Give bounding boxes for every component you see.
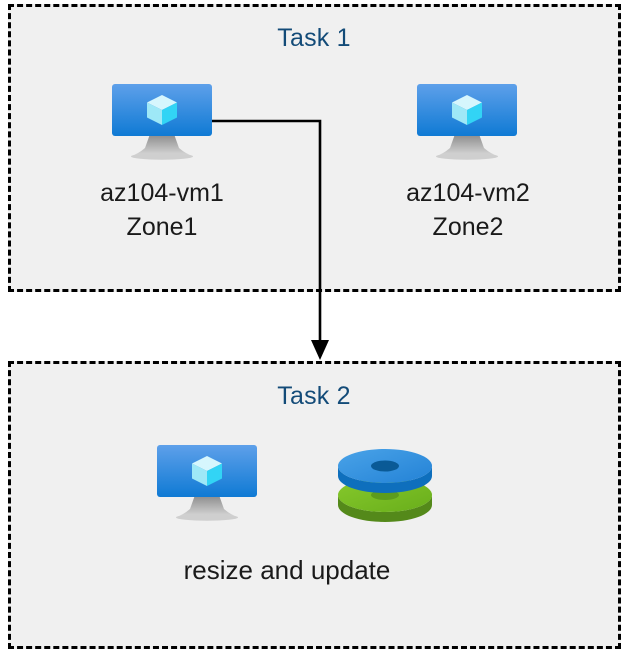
virtual-machine-icon (112, 84, 212, 161)
task-1-title: Task 1 (277, 24, 351, 52)
virtual-machine-icon (417, 84, 517, 161)
virtual-machine-icon (157, 445, 257, 522)
task-2-container (8, 361, 621, 649)
task-2-title: Task 2 (277, 382, 351, 410)
az104-vm2-label: az104-vm2 Zone2 (406, 179, 530, 241)
managed-disks-icon (335, 445, 435, 525)
down-arrow-icon (311, 340, 329, 360)
az104-vm1-label: az104-vm1 Zone1 (100, 179, 224, 241)
task-2-caption: resize and update (183, 555, 391, 585)
